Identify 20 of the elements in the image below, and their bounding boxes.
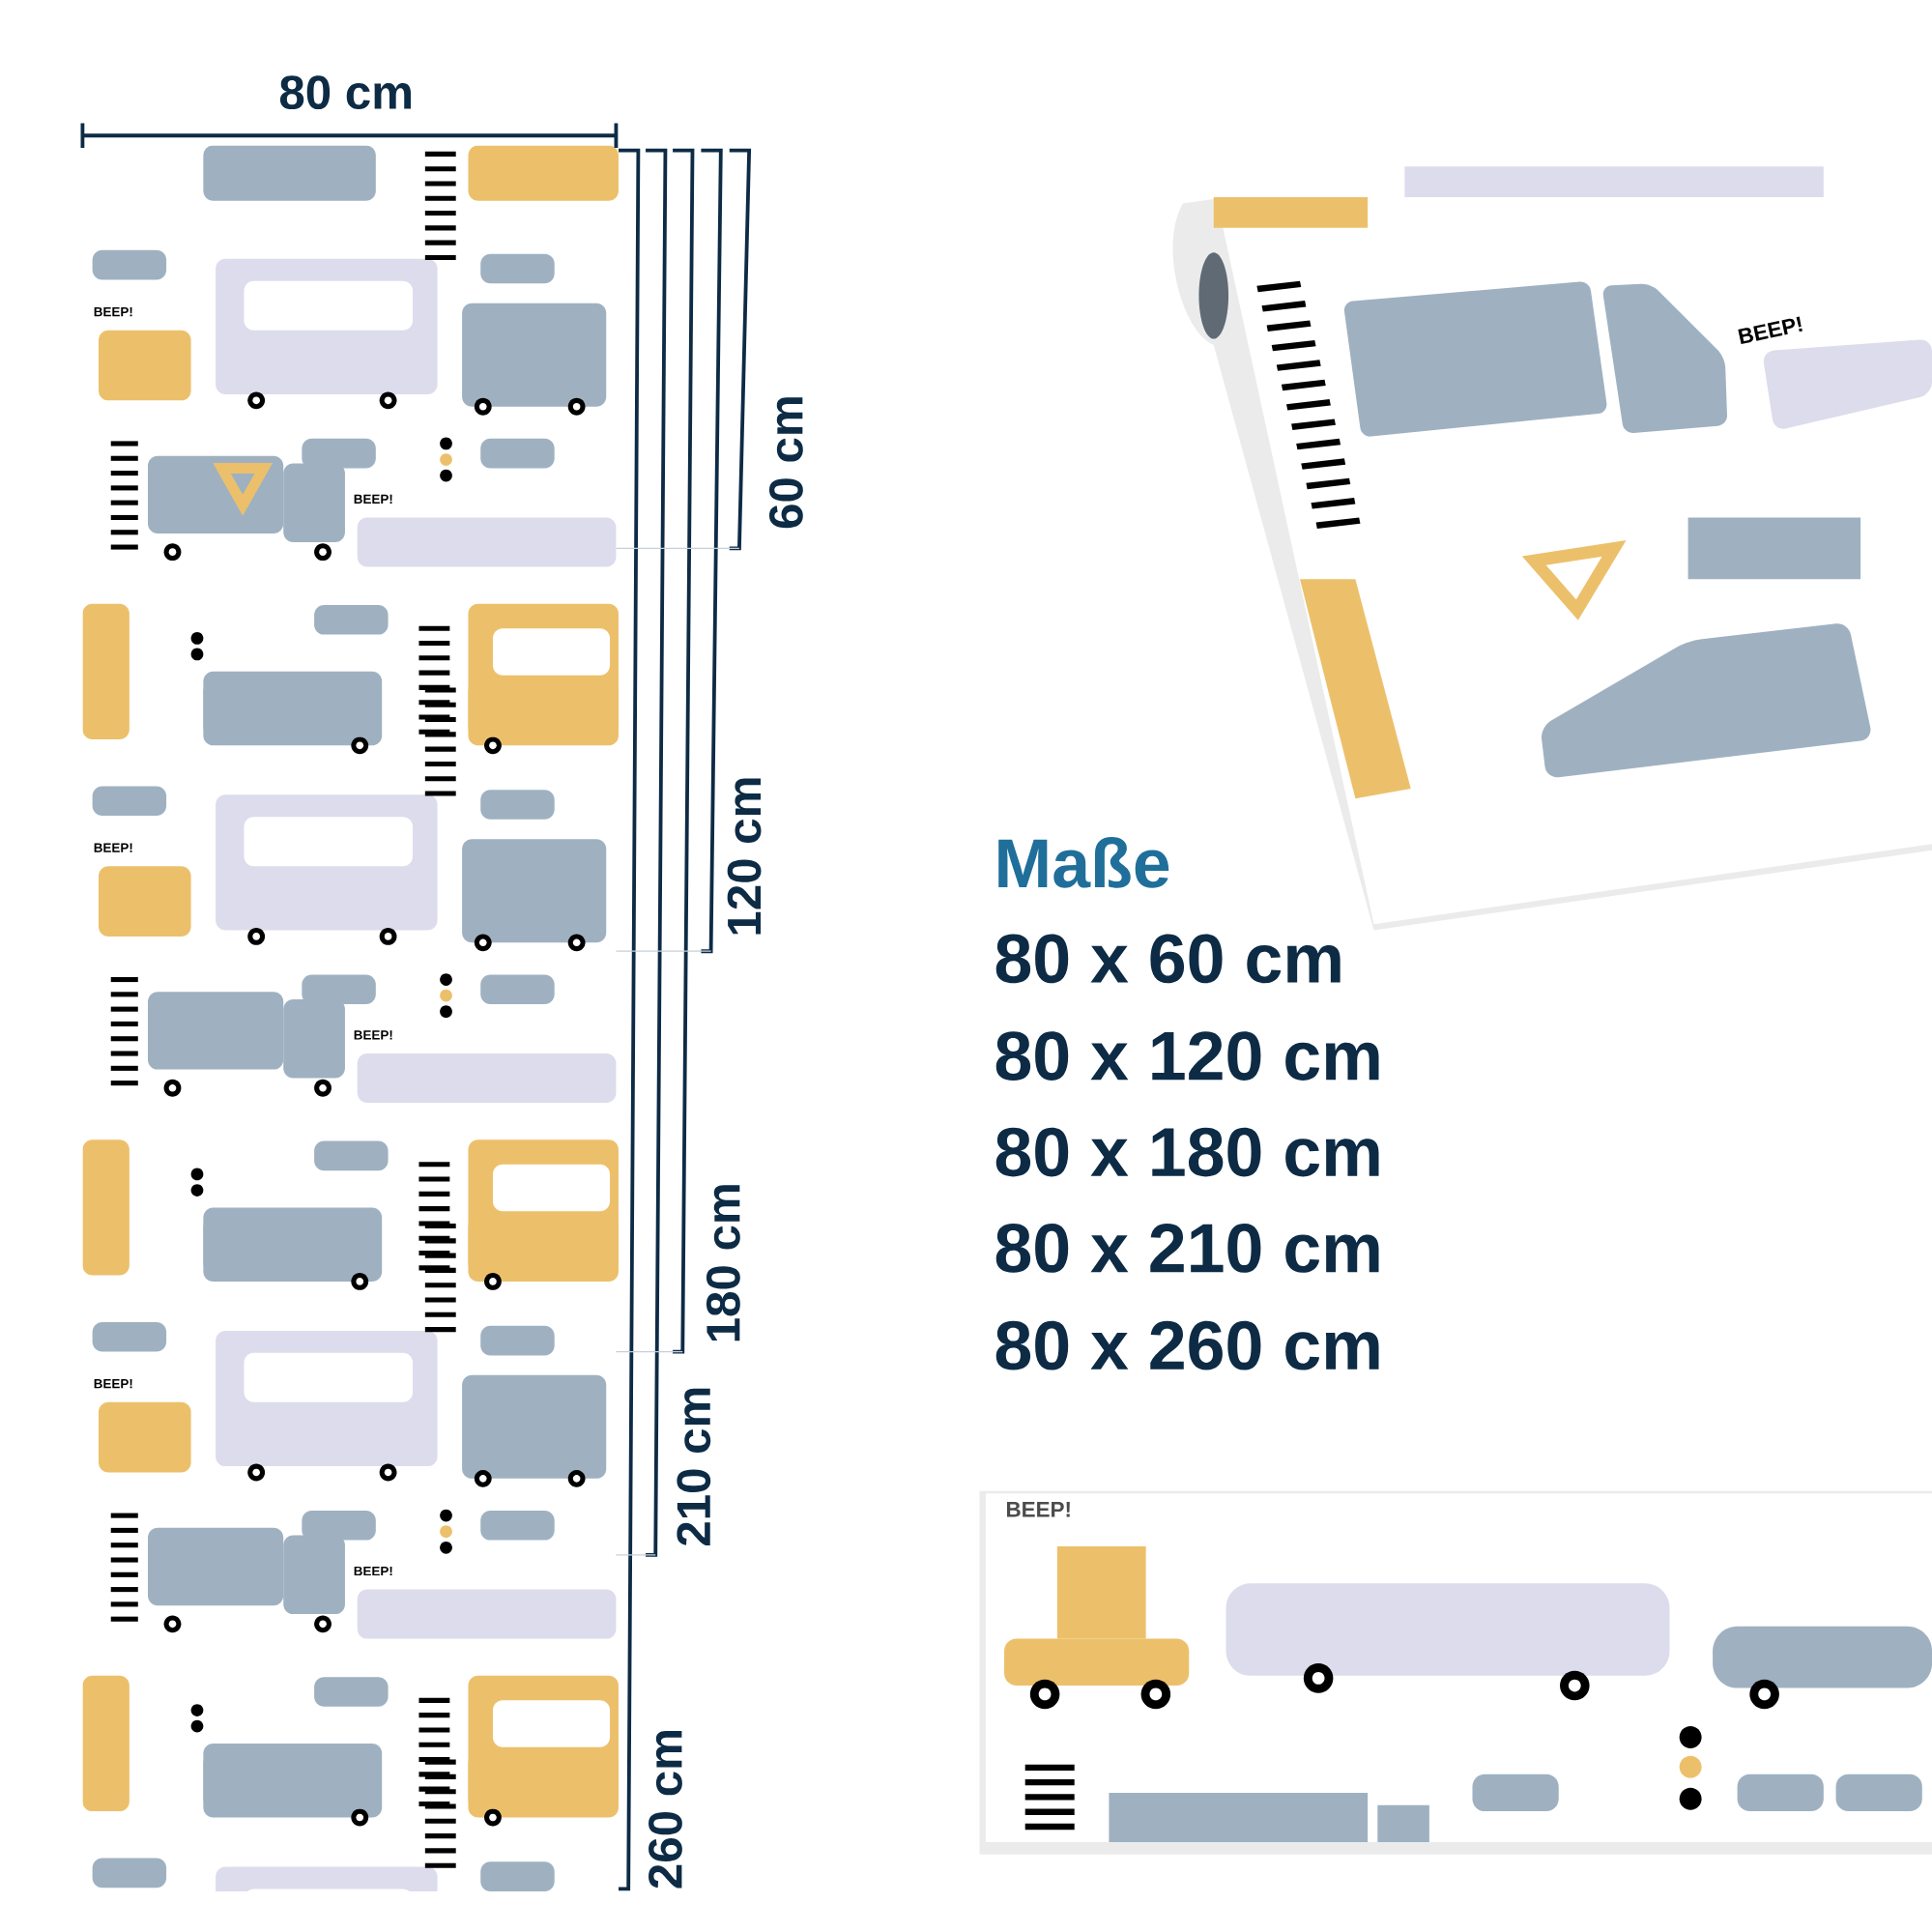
beep-text: BEEP! xyxy=(94,307,132,317)
dimension-label: 210 cm xyxy=(677,1388,711,1545)
size-option: 80 x 260 cm xyxy=(995,1320,1379,1370)
size-option: 80 x 60 cm xyxy=(995,934,1341,984)
beep-text: BEEP! xyxy=(1738,316,1802,345)
dimension-label: 180 cm xyxy=(706,1185,740,1341)
beep-text: BEEP! xyxy=(354,1566,392,1576)
heading: Maße xyxy=(998,837,1169,888)
beep-text: BEEP! xyxy=(354,1030,392,1040)
size-option: 80 x 180 cm xyxy=(995,1127,1379,1177)
beep-text: BEEP! xyxy=(94,1379,132,1389)
dimension-label: 60 cm xyxy=(769,397,803,529)
dimension-label: 120 cm xyxy=(727,778,762,935)
size-option: 80 x 210 cm xyxy=(995,1224,1379,1273)
beep-text: BEEP! xyxy=(1006,1502,1070,1517)
dimension-label: 260 cm xyxy=(649,1731,682,1889)
beep-text: BEEP! xyxy=(94,843,132,852)
beep-text: BEEP! xyxy=(354,494,392,504)
dimension-label: 80 cm xyxy=(279,75,411,110)
size-option: 80 x 120 cm xyxy=(995,1031,1379,1081)
